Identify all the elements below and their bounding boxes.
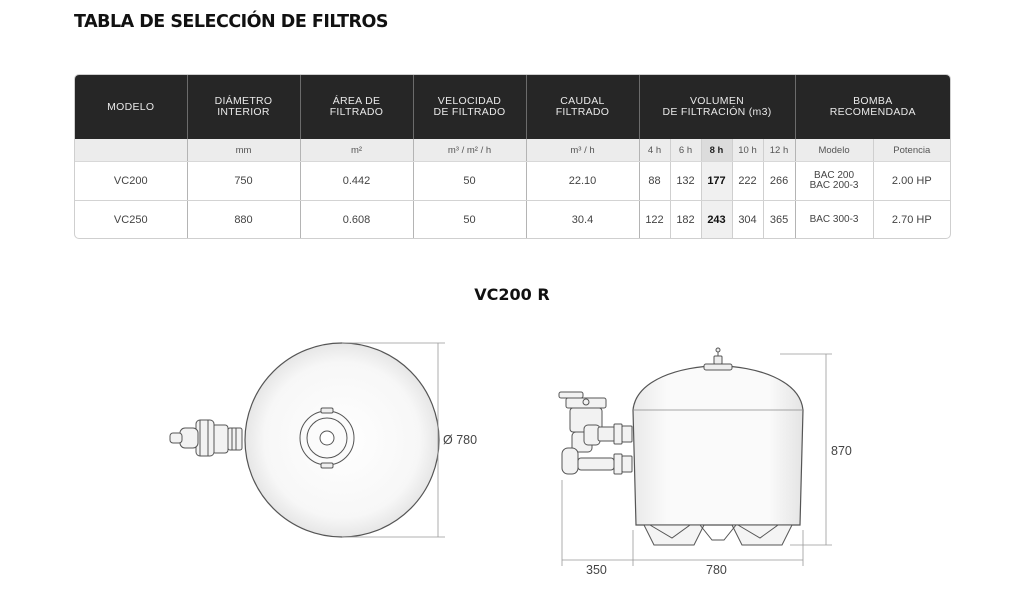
model-title: VC200 R	[474, 285, 550, 304]
diameter-label: Ø 780	[443, 433, 477, 447]
width-label: 780	[706, 563, 727, 577]
cell-h4: 88	[638, 161, 670, 201]
width-dimensions	[561, 480, 804, 566]
valve-offset-label: 350	[586, 563, 607, 577]
cell-caudal: 30.4	[525, 200, 639, 238]
cell-h8: 243	[700, 200, 732, 238]
cell-h12: 365	[762, 200, 796, 238]
lid-top-view	[299, 407, 355, 469]
unit-cell: m²	[299, 139, 413, 162]
cell-potencia: 2.70 HP	[872, 200, 950, 238]
cell-h6: 132	[669, 161, 701, 201]
cell-velocidad: 50	[412, 200, 526, 238]
cell-modelo: VC200	[75, 161, 187, 201]
top-lid-side	[703, 347, 733, 371]
unit-cell: m³ / m² / h	[412, 139, 526, 162]
table-row: VC250 880 0.608 50 30.4 122 182 243 304 …	[75, 200, 950, 238]
cell-potencia: 2.00 HP	[872, 161, 950, 201]
cell-area: 0.442	[299, 161, 413, 201]
cell-h8: 177	[700, 161, 732, 201]
cell-h6: 182	[669, 200, 701, 238]
unit-cell: 8 h	[700, 139, 732, 162]
cell-velocidad: 50	[412, 161, 526, 201]
cell-h10: 222	[731, 161, 763, 201]
tank-side-outline	[632, 365, 804, 526]
height-dimension	[780, 353, 832, 546]
unit-cell: 6 h	[669, 139, 701, 162]
cell-bomba: BAC 300-3	[794, 200, 874, 238]
unit-cell: Potencia	[872, 139, 950, 162]
table-units-row: mm m² m³ / m² / h m³ / h 4 h 6 h 8 h 10 …	[75, 139, 950, 162]
unit-cell: 10 h	[731, 139, 763, 162]
diameter-dimension	[342, 342, 445, 538]
unit-cell: 12 h	[762, 139, 796, 162]
height-label: 870	[831, 444, 852, 458]
cell-h10: 304	[731, 200, 763, 238]
page-title: TABLA DE SELECCIÓN DE FILTROS	[74, 12, 388, 32]
unit-cell: 4 h	[638, 139, 670, 162]
table-row: VC200 750 0.442 50 22.10 88 132 177 222 …	[75, 161, 950, 201]
cell-modelo: VC250	[113, 214, 148, 226]
top-view: Ø 780	[169, 342, 477, 538]
side-view: 870 350 780	[558, 347, 852, 577]
valve-top-view	[169, 419, 243, 457]
cell-area: 0.608	[299, 200, 413, 238]
filter-technical-drawing: Ø 780	[169, 342, 852, 577]
unit-cell	[75, 139, 187, 162]
valve-side-view	[558, 391, 633, 475]
tank-base	[643, 524, 793, 546]
cell-diametro: 880	[186, 200, 300, 238]
unit-cell: m³ / h	[525, 139, 639, 162]
cell-diametro: 750	[186, 161, 300, 201]
cell-h4: 122	[638, 200, 670, 238]
unit-cell: mm	[186, 139, 300, 162]
cell-h12: 266	[762, 161, 796, 201]
unit-cell: Modelo	[794, 139, 874, 162]
header-modelo: MODELO	[75, 75, 187, 139]
cell-caudal: 22.10	[525, 161, 639, 201]
